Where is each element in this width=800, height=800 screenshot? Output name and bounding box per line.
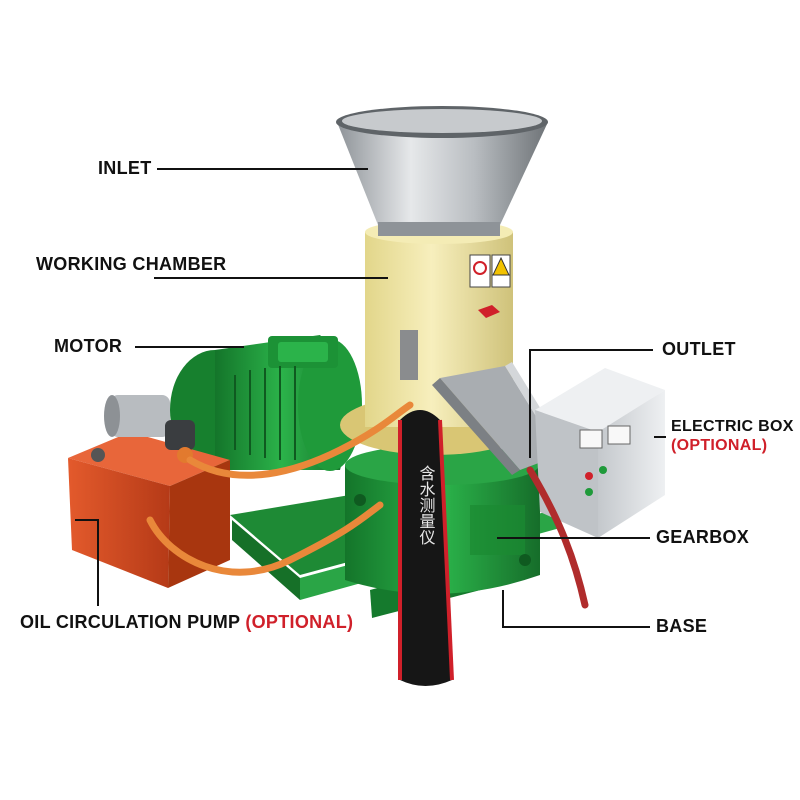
electric-box-optional-label: (OPTIONAL) xyxy=(671,437,768,454)
inlet-label: INLET xyxy=(98,158,152,178)
gearbox-label: GEARBOX xyxy=(656,527,750,547)
outlet-label: OUTLET xyxy=(662,339,736,359)
oil-pump-name: OIL CIRCULATION PUMP xyxy=(20,612,241,632)
oil-pump-leader xyxy=(75,519,99,606)
oil-pump-optional: (OPTIONAL) xyxy=(245,612,354,632)
moisture-sensor-strip: 含水测量仪 xyxy=(398,410,454,686)
base-leader xyxy=(502,590,650,628)
oil-circulation-pump-label: OIL CIRCULATION PUMP (OPTIONAL) xyxy=(20,612,353,633)
hoses xyxy=(146,401,589,609)
outlet-leader xyxy=(529,349,653,458)
inlet-hopper xyxy=(336,106,548,236)
motor-label: MOTOR xyxy=(54,336,123,356)
base-label: BASE xyxy=(656,616,708,636)
sensor-strip-text: 含水测量仪 xyxy=(417,465,436,545)
electric-box-label: ELECTRIC BOX xyxy=(671,418,794,435)
leader-lines xyxy=(75,168,666,628)
working-chamber-label: WORKING CHAMBER xyxy=(36,254,227,274)
